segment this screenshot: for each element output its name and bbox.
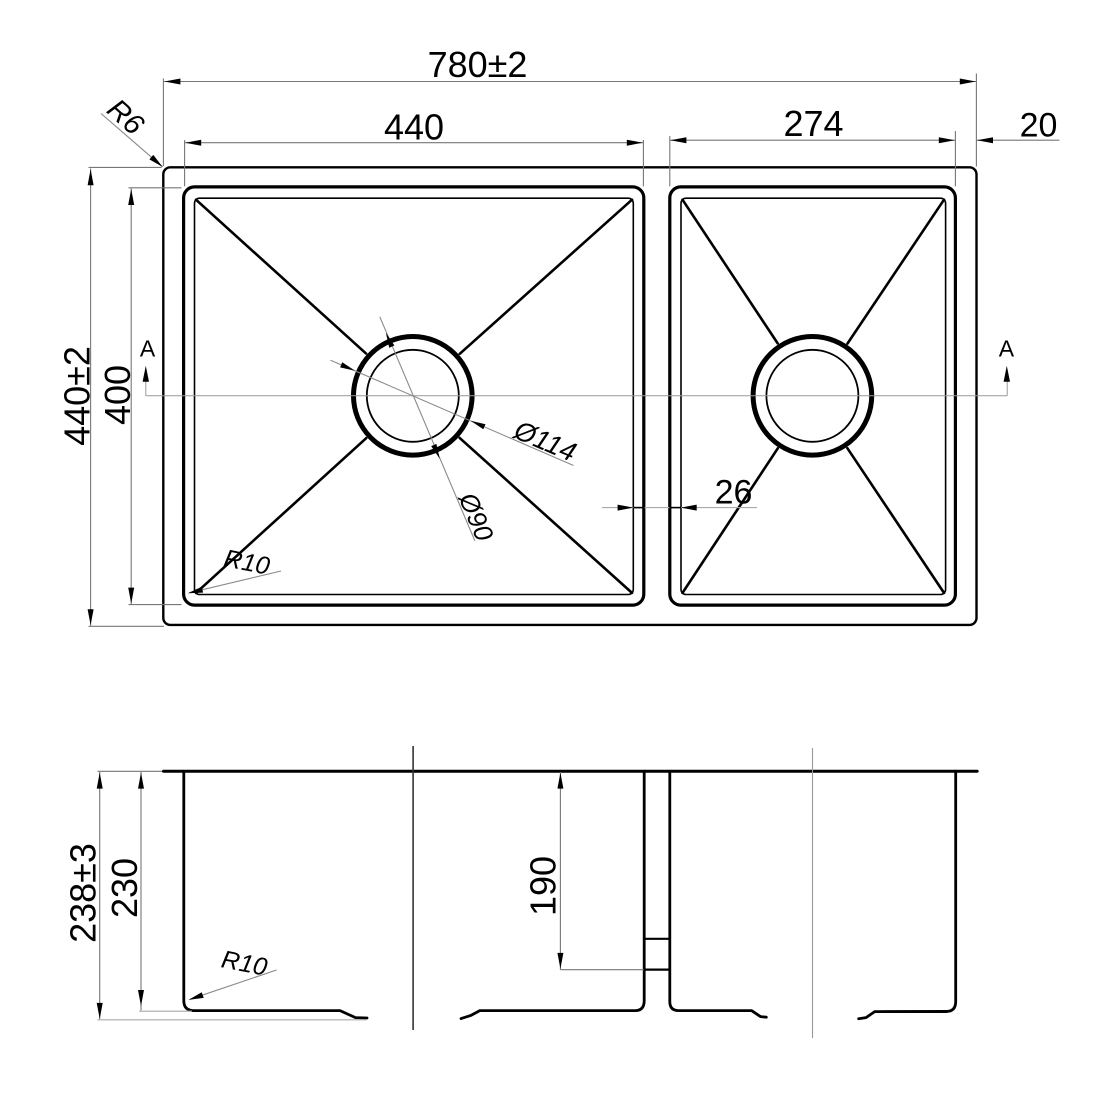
svg-text:274: 274 [783,103,843,144]
svg-text:20: 20 [1020,107,1058,145]
svg-text:440±2: 440±2 [57,346,98,446]
svg-text:440: 440 [384,107,444,148]
svg-text:400: 400 [97,365,138,425]
svg-text:230: 230 [104,858,145,918]
svg-text:A: A [999,336,1015,362]
svg-text:190: 190 [523,856,564,916]
svg-text:238±3: 238±3 [63,843,104,943]
svg-text:26: 26 [715,474,753,512]
svg-text:A: A [140,336,156,362]
svg-text:780±2: 780±2 [428,44,528,85]
